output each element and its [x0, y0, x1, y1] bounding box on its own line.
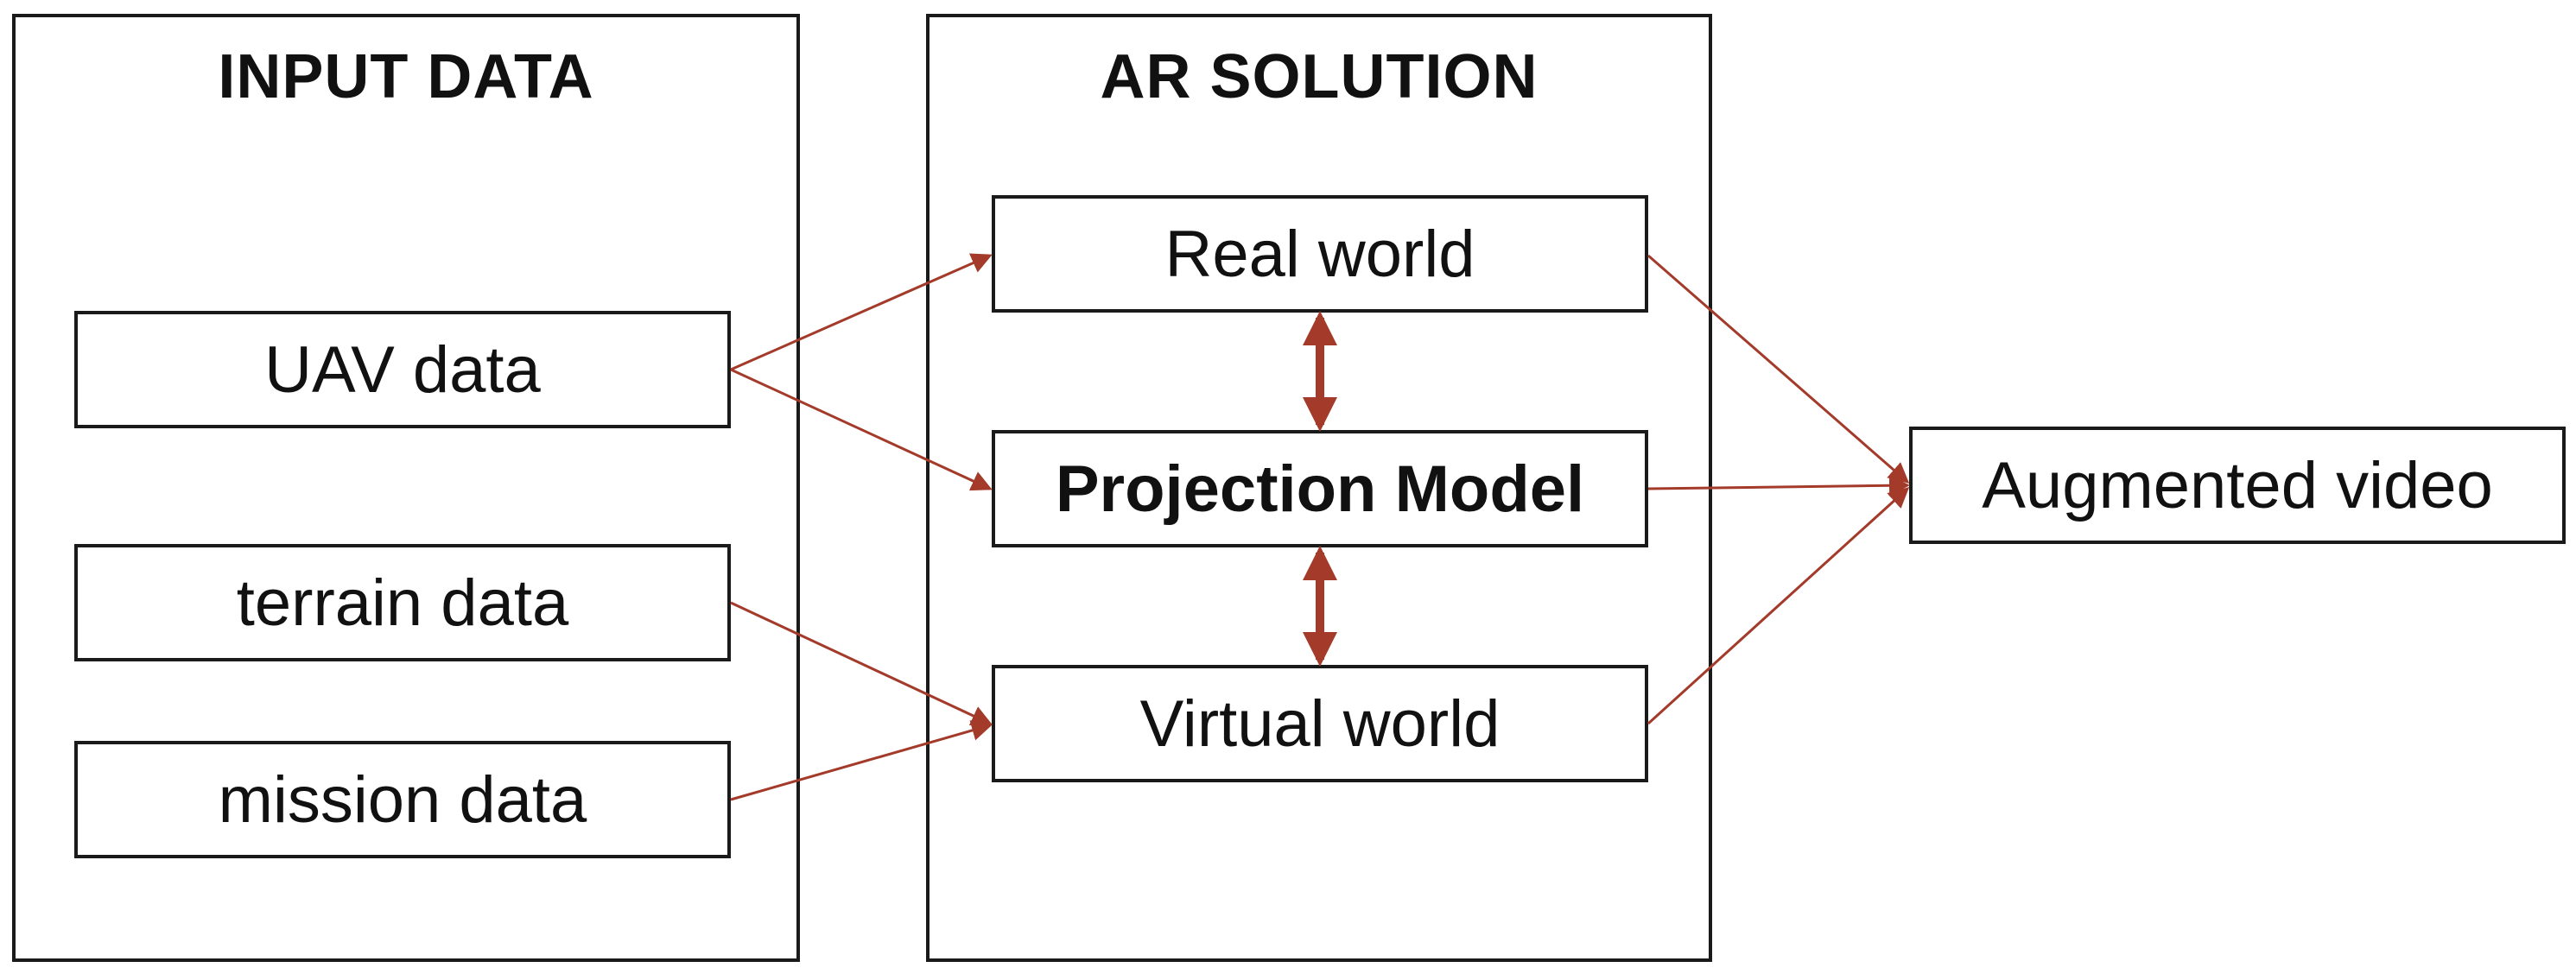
mission-data-node: mission data — [74, 741, 731, 858]
input-data-title: INPUT DATA — [218, 42, 594, 111]
real-world-node: Real world — [992, 195, 1648, 313]
uav-data-node: UAV data — [74, 311, 731, 428]
augmented-video-node: Augmented video — [1909, 427, 2566, 544]
virtual-world-node: Virtual world — [992, 665, 1648, 782]
ar-solution-title: AR SOLUTION — [1100, 42, 1539, 111]
terrain-data-node: terrain data — [74, 544, 731, 661]
projection-model-node: Projection Model — [992, 430, 1648, 547]
